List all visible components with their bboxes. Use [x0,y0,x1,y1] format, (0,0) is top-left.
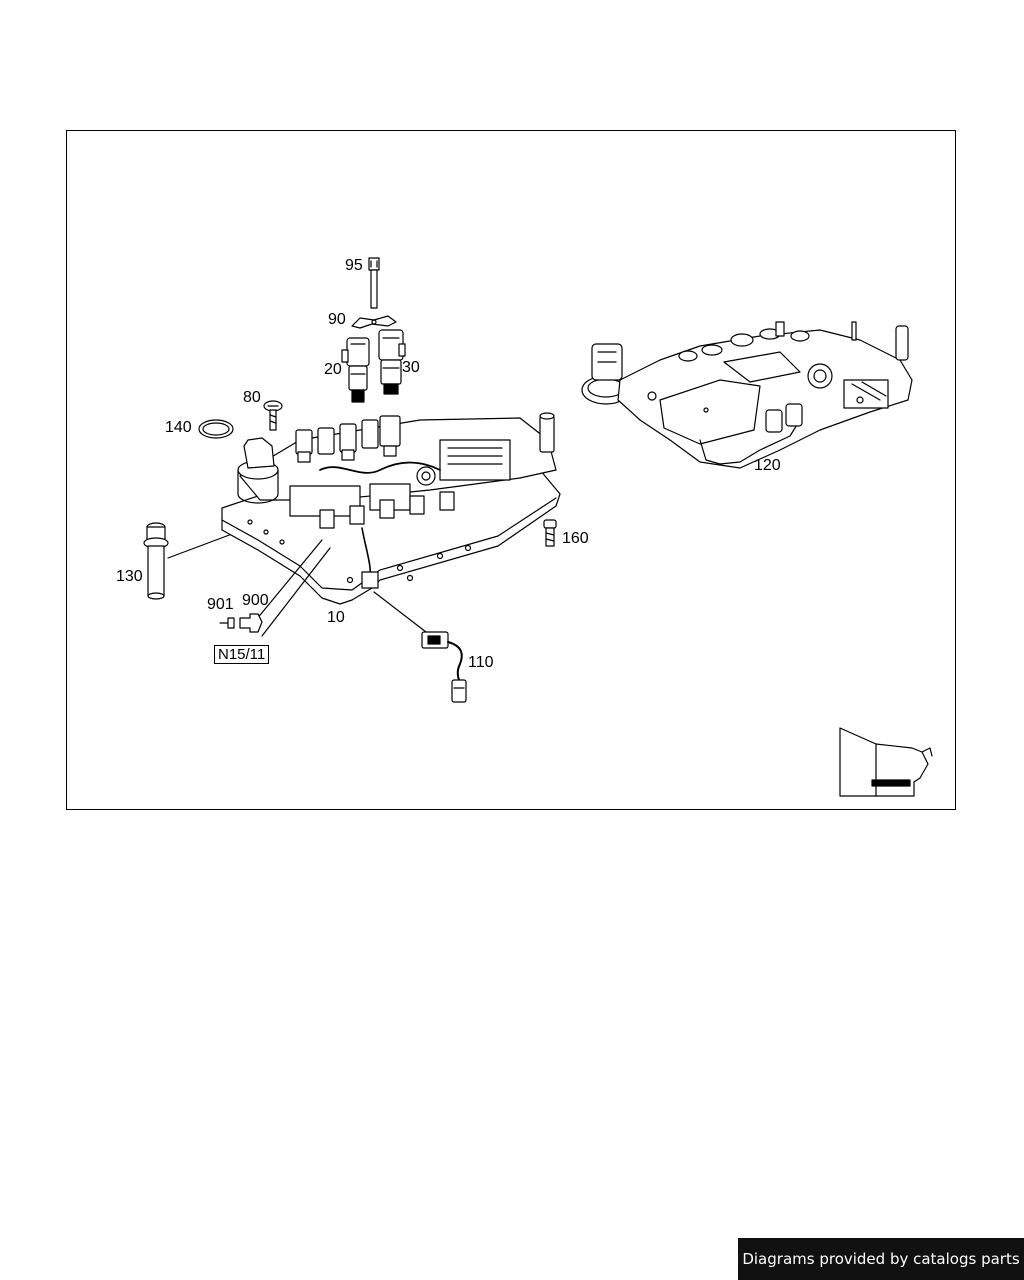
part-80-screw [263,400,283,431]
callout-30: 30 [402,359,420,376]
callout-10: 10 [327,609,345,626]
part-901-pin [219,617,235,629]
part-160-bolt [543,519,557,547]
callout-130: 130 [116,568,143,585]
transmission-thumbnail [839,727,933,797]
callout-110: 110 [468,654,494,671]
callout-140: 140 [165,419,192,436]
part-140-oring [198,419,234,439]
footer-banner: Diagrams provided by catalogs parts [738,1238,1024,1280]
callout-160: 160 [562,530,589,547]
part-10-valve-body [221,412,561,637]
callout-120: 120 [754,457,781,474]
callout-901: 901 [207,596,234,613]
part-900-connector [239,613,263,633]
callout-n15-11: N15/11 [214,645,270,664]
diagram-frame [66,130,956,810]
part-90-bracket [351,315,397,329]
part-110-sensor [421,631,467,703]
footer-text: Diagrams provided by catalogs parts [742,1250,1020,1268]
part-30-valve [378,329,406,395]
part-20-valve [341,337,370,403]
part-120-control-unit [581,321,913,469]
callout-95: 95 [345,257,363,274]
callout-80: 80 [243,389,261,406]
part-130-plug [143,522,233,600]
callout-90: 90 [328,311,346,328]
part-95-bolt [368,257,380,309]
callout-900: 900 [242,592,269,609]
callout-20: 20 [324,361,342,378]
